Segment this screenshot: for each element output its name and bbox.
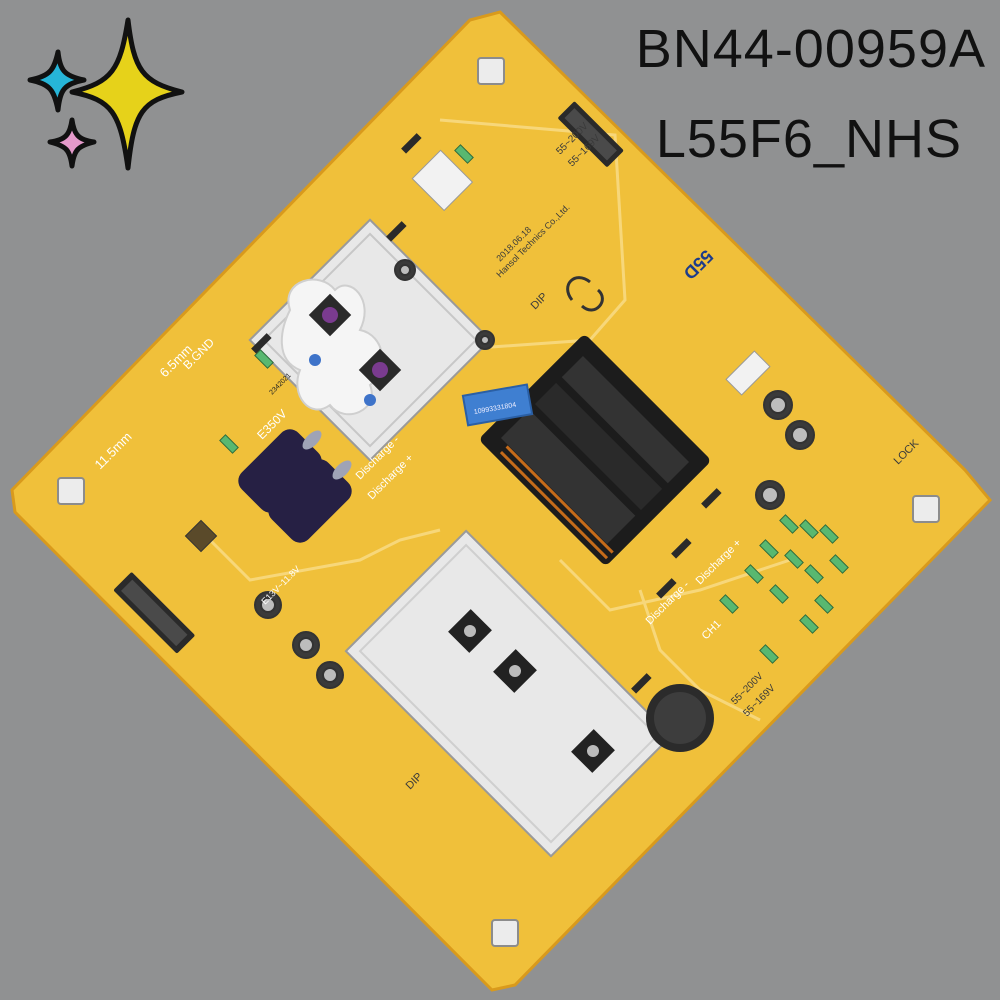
pcb-board (10, 10, 993, 992)
board-outline-traces (208, 118, 791, 722)
samsung-logo-icon (566, 276, 604, 312)
bulk-capacitors (238, 429, 352, 543)
heatsink-lower (344, 529, 673, 858)
small-inductor (184, 519, 218, 553)
thermal-paste (280, 278, 384, 416)
resistor-array (219, 144, 849, 664)
inductor (646, 684, 714, 752)
left-connector (114, 572, 195, 654)
main-transformer (480, 335, 710, 565)
top-white-module (411, 149, 474, 212)
top-connector (558, 101, 624, 167)
sparkle-stars-icon (27, 17, 185, 171)
film-capacitor (461, 383, 534, 427)
part-number-caption: BN44-00959A (635, 19, 986, 79)
small-capacitors (254, 259, 815, 689)
diodes (251, 133, 722, 694)
lower-mosfets (448, 609, 615, 773)
right-white-module (725, 350, 771, 396)
model-code-caption: L55F6_NHS (655, 109, 962, 169)
mounting-pads (57, 57, 940, 947)
